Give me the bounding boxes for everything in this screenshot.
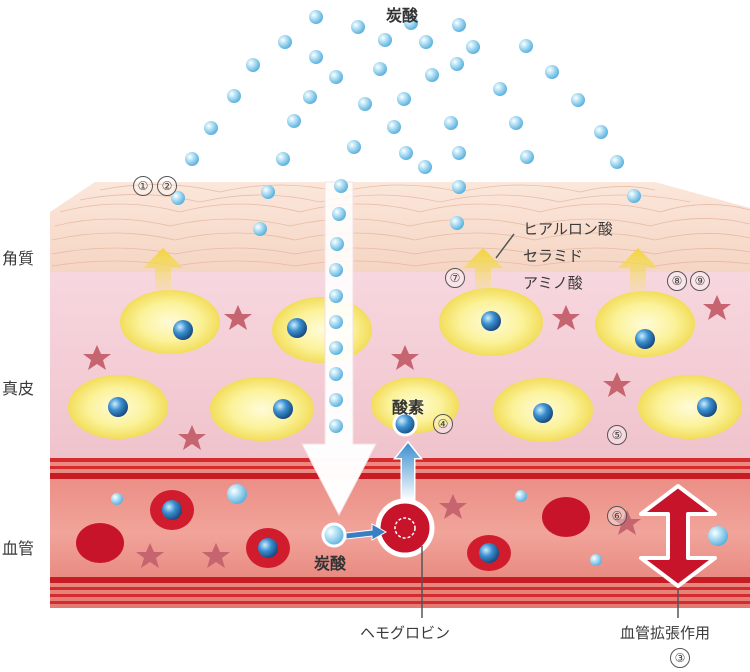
layer-label-dermis: 真皮 — [2, 379, 35, 398]
cell — [595, 291, 695, 357]
cell — [272, 297, 372, 363]
moisturizer-up-arrows — [143, 248, 658, 296]
vasodilation-label: 血管拡張作用 — [620, 624, 711, 642]
marker-6: ⑥ — [607, 506, 627, 526]
cell — [120, 290, 220, 354]
hemoglobin-cell — [375, 498, 435, 558]
cell — [638, 375, 742, 439]
moisturizer-pointer-line — [495, 233, 515, 259]
star — [83, 345, 111, 370]
star — [178, 425, 206, 450]
collagen-stars — [83, 295, 731, 568]
vasodilation-arrow — [639, 484, 717, 588]
hemoglobin-label: ヘモグロビン — [360, 624, 451, 642]
marker-4: ④ — [433, 414, 453, 434]
co2-to-hemoglobin-arrow — [345, 523, 388, 541]
star — [613, 510, 641, 535]
star — [224, 305, 252, 330]
co2-vessel-label: 炭酸 — [314, 554, 347, 573]
layer-label-stratum-corneum: 角質 — [2, 249, 35, 268]
oxygen-up-arrow — [392, 440, 424, 502]
moisturizer-label-1: ヒアルロン酸 — [523, 220, 613, 238]
marker-1: ① — [133, 176, 153, 196]
co2-bubble-vessel — [321, 522, 347, 548]
cell-nuclei — [108, 311, 717, 423]
oxygen-label: 酸素 — [392, 398, 425, 417]
vessel-bubbles — [111, 484, 728, 566]
oxygen-bubble — [392, 411, 418, 437]
star — [439, 494, 467, 519]
marker-9: ⑨ — [690, 271, 710, 291]
marker-7: ⑦ — [445, 268, 465, 288]
marker-2: ② — [157, 176, 177, 196]
co2-bubble-fountain — [171, 10, 641, 236]
red-blood-cells — [76, 490, 590, 571]
moisturizer-label-2: セラミド — [523, 247, 584, 265]
star — [136, 543, 164, 568]
arrow-bubbles — [329, 179, 348, 433]
layer-label-blood-vessel: 血管 — [2, 539, 35, 558]
star — [603, 372, 631, 397]
epidermis-texture — [51, 184, 750, 267]
marker-5: ⑤ — [607, 425, 627, 445]
marker-8: ⑧ — [667, 271, 687, 291]
cell — [210, 377, 314, 441]
marker-3: ③ — [670, 648, 690, 668]
moisturizer-label-3: アミノ酸 — [523, 274, 583, 292]
co2-title: 炭酸 — [386, 6, 419, 25]
star — [552, 305, 580, 330]
star — [202, 543, 230, 568]
star — [391, 345, 419, 370]
star — [703, 295, 731, 320]
